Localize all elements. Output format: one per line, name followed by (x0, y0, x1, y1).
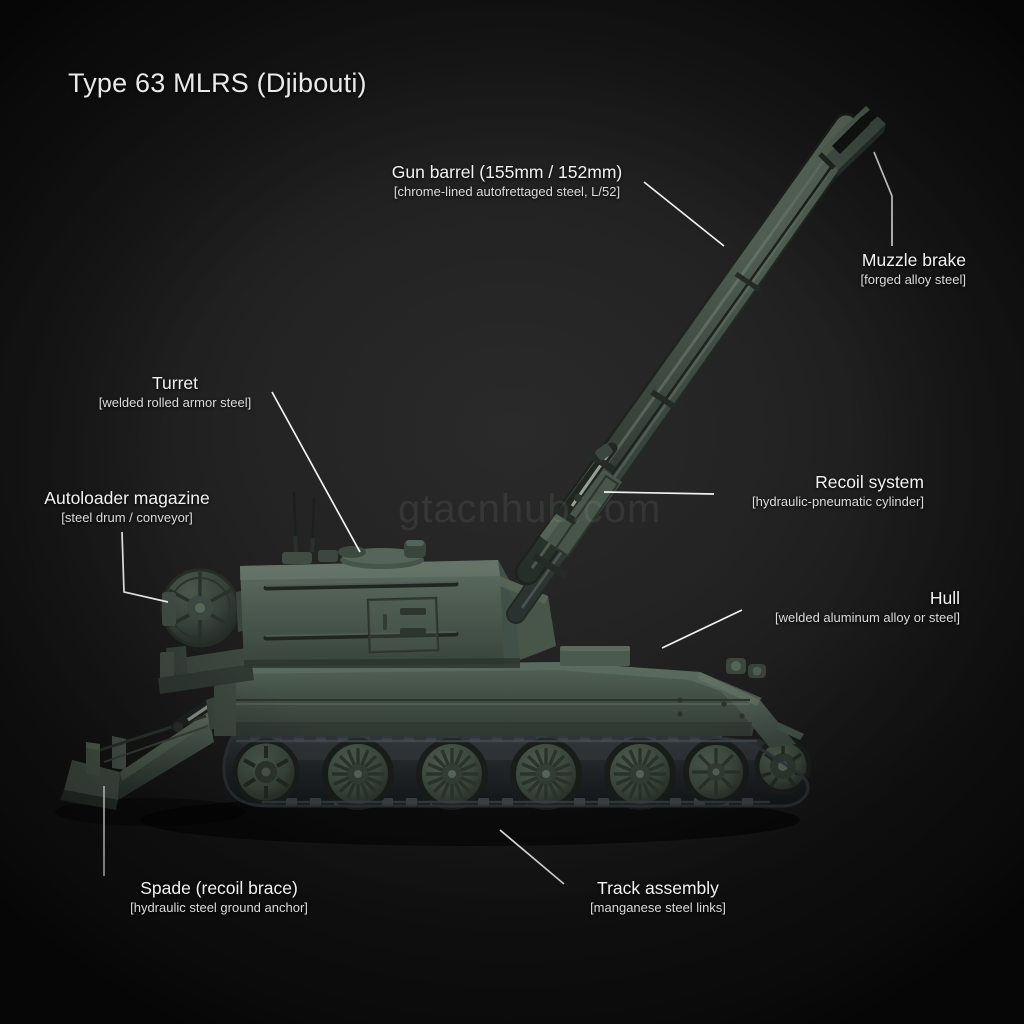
callout-gun-barrel-sub: [chrome-lined autofrettaged steel, L/52] (393, 184, 621, 200)
callout-gun-barrel-title: Gun barrel (155mm / 152mm) (391, 162, 623, 182)
callout-hull-title: Hull (929, 588, 960, 608)
callout-turret-title: Turret (151, 373, 199, 393)
rear-idler (232, 738, 300, 806)
callout-muzzle-brake-title: Muzzle brake (861, 250, 966, 270)
callout-track-assembly-sub: [manganese steel links] (590, 900, 726, 916)
callout-hull-sub: [welded aluminum alloy or steel] (775, 610, 960, 626)
callout-spade-sub: [hydraulic steel ground anchor] (130, 900, 308, 916)
callout-spade-recoil-brace: Spade (recoil brace) [hydraulic steel gr… (112, 878, 326, 916)
callout-track-assembly-title: Track assembly (597, 878, 719, 898)
drive-sprocket (754, 737, 812, 795)
callout-spade-title: Spade (recoil brace) (140, 878, 298, 898)
callout-muzzle-brake: Muzzle brake [forged alloy steel] (744, 250, 966, 288)
track-assembly (222, 735, 812, 810)
turret (240, 491, 556, 668)
callout-autoloader-magazine: Autoloader magazine [steel drum / convey… (24, 488, 230, 526)
front-light-cluster (726, 658, 766, 678)
callout-autoloader-magazine-sub: [steel drum / conveyor] (61, 510, 193, 526)
cupola (338, 540, 426, 569)
page-title: Type 63 MLRS (Djibouti) (68, 68, 367, 98)
spade-assembly (60, 690, 240, 810)
callout-turret: Turret [welded rolled armor steel] (60, 373, 290, 411)
callout-track-assembly: Track assembly [manganese steel links] (572, 878, 744, 916)
callout-muzzle-brake-sub: [forged alloy steel] (860, 272, 966, 288)
callout-hull: Hull [welded aluminum alloy or steel] (716, 588, 960, 626)
callout-autoloader-magazine-title: Autoloader magazine (44, 488, 210, 508)
callout-turret-sub: [welded rolled armor steel] (98, 395, 252, 411)
callout-gun-barrel: Gun barrel (155mm / 152mm) [chrome-lined… (374, 162, 640, 200)
callout-recoil-system: Recoil system [hydraulic-pneumatic cylin… (690, 472, 924, 510)
callout-recoil-system-sub: [hydraulic-pneumatic cylinder] (752, 494, 924, 510)
callout-recoil-system-title: Recoil system (815, 472, 924, 492)
